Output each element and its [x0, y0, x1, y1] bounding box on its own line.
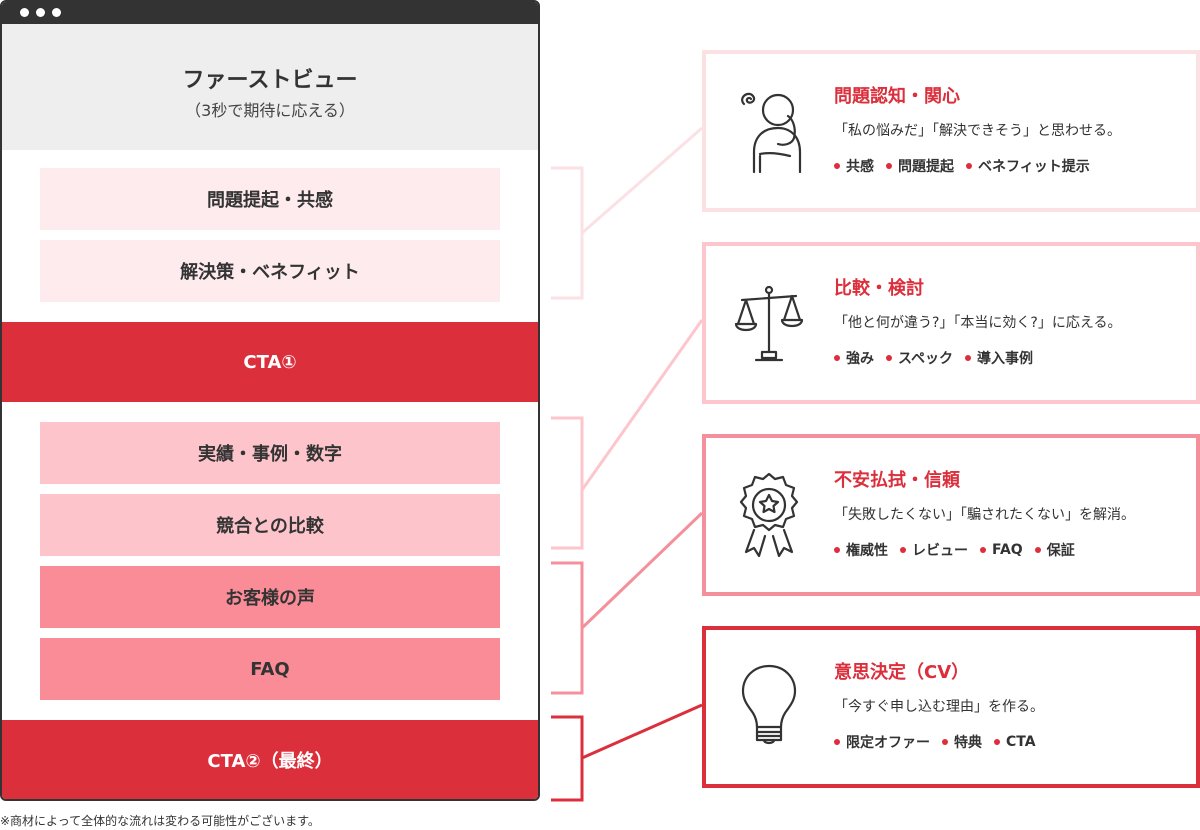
- window-dot-icon: [52, 8, 61, 17]
- section-customer-voice: お客様の声: [40, 566, 500, 628]
- tag-item: FAQ: [980, 540, 1023, 560]
- stage-tags: 強み スペック 導入事例: [834, 348, 1033, 368]
- footnote: ※商材によって全体的な流れは変わる可能性がございます。: [0, 814, 320, 828]
- bracket-stage-1: [551, 166, 584, 300]
- bullet-icon: [900, 547, 906, 553]
- tag-label: 共感: [846, 159, 874, 175]
- stage-title: 比較・検討: [834, 278, 924, 299]
- tag-item: スペック: [886, 348, 953, 368]
- lp-browser-mockup: ファーストビュー （3秒で期待に応える） 問題提起・共感 解決策・ベネフィット …: [0, 0, 540, 801]
- tag-item: 保証: [1034, 540, 1075, 560]
- bullet-icon: [834, 739, 840, 745]
- stage-description: 「他と何が違う?」「本当に効く?」に応える。: [834, 315, 1122, 331]
- stage-description: 「私の悩みだ」「解決できそう」と思わせる。: [834, 123, 1121, 139]
- tag-label: スペック: [898, 351, 954, 367]
- tag-item: CTA: [994, 732, 1036, 752]
- window-dot-icon: [20, 8, 29, 17]
- tag-label: 問題提起: [898, 159, 954, 175]
- award-badge-icon: [739, 472, 799, 558]
- stage-tags: 権威性 レビュー FAQ 保証: [834, 540, 1075, 560]
- first-view-title: ファーストビュー: [182, 68, 358, 93]
- tag-item: 限定オファー: [834, 732, 930, 752]
- bullet-icon: [966, 163, 972, 169]
- bullet-icon: [886, 163, 892, 169]
- stage-card-comparison: 比較・検討 「他と何が違う?」「本当に効く?」に応える。 強み スペック 導入事…: [702, 242, 1200, 404]
- stage-card-awareness: 問題認知・関心 「私の悩みだ」「解決できそう」と思わせる。 共感 問題提起 ベネ…: [702, 50, 1200, 212]
- bullet-icon: [1034, 547, 1041, 553]
- window-dot-icon: [36, 8, 45, 17]
- tag-label: 限定オファー: [846, 735, 930, 751]
- tag-label: FAQ: [992, 542, 1023, 558]
- bullet-icon: [834, 163, 840, 169]
- bullet-icon: [980, 547, 986, 553]
- section-competitor-comparison: 競合との比較: [40, 494, 500, 556]
- stage-title: 意思決定（CV）: [834, 662, 970, 683]
- stage-title: 不安払拭・信頼: [834, 470, 960, 491]
- bracket-stage-2: [551, 416, 584, 550]
- section-problem-empathy: 問題提起・共感: [40, 168, 500, 230]
- first-view-subtitle: （3秒で期待に応える）: [185, 101, 355, 120]
- tag-item: 特典: [942, 732, 982, 752]
- cta-first: CTA①: [2, 322, 538, 402]
- tag-label: 導入事例: [977, 351, 1034, 367]
- stage-title: 問題認知・関心: [834, 86, 960, 107]
- tag-item: 共感: [834, 156, 874, 176]
- thinking-person-icon: [741, 92, 802, 174]
- bullet-icon: [834, 355, 840, 361]
- bullet-icon: [994, 739, 1000, 745]
- stage-tags: 共感 問題提起 ベネフィット提示: [834, 156, 1090, 176]
- section-faq: FAQ: [40, 638, 500, 700]
- stage-card-decision: 意思決定（CV） 「今すぐ申し込む理由」を作る。 限定オファー 特典 CTA: [702, 626, 1200, 788]
- tag-item: 問題提起: [886, 156, 954, 176]
- tag-item: ベネフィット提示: [966, 156, 1090, 176]
- stage-card-trust: 不安払拭・信頼 「失敗したくない」「騙されたくない」を解消。 権威性 レビュー …: [702, 434, 1200, 596]
- tag-label: 権威性: [846, 543, 888, 559]
- bracket-stage-3: [551, 561, 584, 695]
- bullet-icon: [886, 355, 892, 361]
- stage-description: 「失敗したくない」「騙されたくない」を解消。: [834, 507, 1135, 523]
- first-view-section: ファーストビュー （3秒で期待に応える）: [2, 24, 538, 150]
- connector-stage-1: [581, 126, 703, 235]
- tag-label: 保証: [1046, 543, 1075, 559]
- stage-description: 「今すぐ申し込む理由」を作る。: [834, 699, 1044, 715]
- tag-item: 導入事例: [965, 348, 1033, 368]
- tag-item: レビュー: [900, 540, 968, 560]
- tag-label: レビュー: [912, 543, 968, 559]
- scale-icon: [734, 285, 804, 362]
- connector-stage-2: [580, 319, 704, 491]
- stage-tags: 限定オファー 特典 CTA: [834, 732, 1036, 752]
- tag-label: ベネフィット提示: [978, 159, 1090, 175]
- section-results: 実績・事例・数字: [40, 422, 500, 484]
- bullet-icon: [834, 547, 840, 553]
- cta-final: CTA②（最終）: [2, 720, 538, 799]
- tag-item: 権威性: [834, 540, 888, 560]
- bullet-icon: [965, 355, 972, 361]
- section-solution-benefit: 解決策・ベネフィット: [40, 240, 500, 302]
- bullet-icon: [942, 739, 948, 745]
- tag-label: 強み: [846, 351, 874, 367]
- tag-label: CTA: [1006, 734, 1036, 750]
- connector-stage-3: [580, 511, 704, 630]
- bracket-stage-4: [551, 715, 584, 802]
- browser-title-bar: [2, 2, 538, 24]
- tag-item: 強み: [834, 348, 874, 368]
- tag-label: 特典: [954, 735, 982, 751]
- connector-stage-4: [581, 703, 703, 760]
- lightbulb-icon: [741, 664, 797, 745]
